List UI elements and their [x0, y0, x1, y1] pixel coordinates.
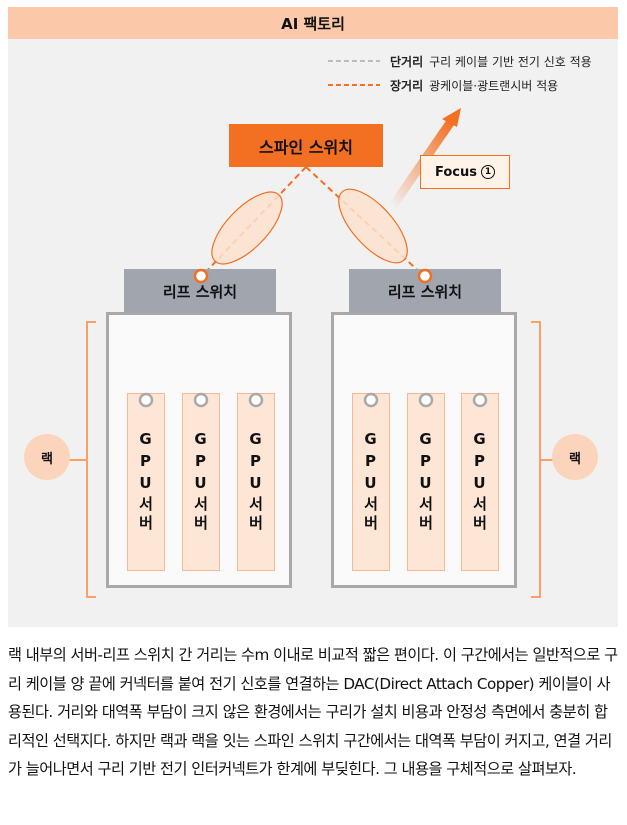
transceiver-left-ellipse — [211, 191, 283, 265]
diagram-title: AI 팩토리 — [8, 7, 618, 39]
gpu-server: GPU서버 — [461, 393, 499, 571]
rack-label-right: 랙 — [552, 434, 598, 480]
legend-long-name: 장거리 — [390, 79, 424, 93]
focus-label: Focus — [435, 164, 477, 180]
gpu-server: GPU서버 — [182, 393, 220, 571]
legend-long-desc: 광케이블·광트랜시버 적용 — [429, 79, 559, 93]
legend-short-name: 단거리 — [390, 55, 424, 69]
spine-leaf-left-link — [200, 166, 307, 278]
port-dot-leaf-right — [417, 268, 433, 284]
transceiver-right-ellipse — [338, 188, 408, 264]
legend-short: 단거리 구리 케이블 기반 전기 신호 적용 — [390, 53, 592, 70]
port-dot-leaf-left — [193, 268, 209, 284]
focus-number-badge: 1 — [480, 165, 495, 179]
body-paragraph: 랙 내부의 서버-리프 스위치 간 거리는 수m 이내로 비교적 짧은 편이다.… — [8, 646, 618, 779]
legend-long: 장거리 광케이블·광트랜시버 적용 — [390, 77, 558, 94]
spine-switch: 스파인 스위치 — [229, 124, 383, 167]
gpu-server: GPU서버 — [127, 393, 165, 571]
rack-label-left: 랙 — [24, 434, 70, 480]
gpu-server: GPU서버 — [407, 393, 445, 571]
legend-short-desc: 구리 케이블 기반 전기 신호 적용 — [429, 55, 592, 69]
gpu-server: GPU서버 — [237, 393, 275, 571]
focus-box: Focus 1 — [420, 155, 510, 189]
focus-arrow-head — [442, 108, 461, 127]
